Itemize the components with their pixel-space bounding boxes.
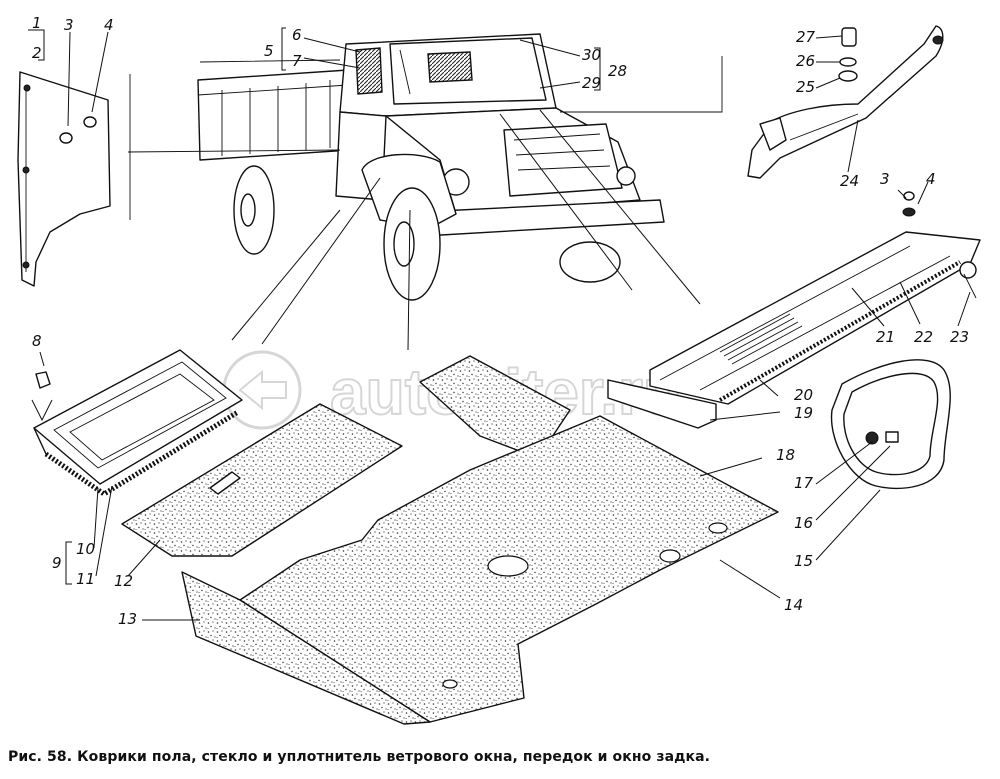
callout-27: 27: [796, 28, 816, 46]
callout-4-cowl: 4: [926, 170, 936, 188]
callout-8: 8: [32, 332, 42, 350]
callout-13: 13: [118, 610, 137, 628]
truck: [127, 33, 723, 301]
callout-14: 14: [784, 596, 803, 614]
callout-1: 1: [32, 14, 42, 32]
callout-5: 5: [264, 42, 274, 60]
callout-22: 22: [914, 328, 933, 346]
callout-3: 3: [64, 16, 74, 34]
callout-26: 26: [796, 52, 815, 70]
callout-18: 18: [776, 446, 795, 464]
leader-lines: [28, 27, 971, 621]
engine-hatch: [31, 349, 243, 497]
floor-mat-rear: [181, 571, 431, 725]
callout-28: 28: [608, 62, 627, 80]
callout-6: 6: [292, 26, 302, 44]
windscreen-frame: [747, 25, 944, 179]
callout-15: 15: [794, 552, 813, 570]
callout-20: 20: [794, 386, 813, 404]
rear-window-seal: [830, 359, 951, 490]
callout-2: 2: [32, 44, 42, 62]
callout-11: 11: [76, 570, 95, 588]
callout-9: 9: [52, 554, 62, 572]
callout-12: 12: [114, 572, 133, 590]
rear-wheel: [233, 165, 275, 255]
callout-30: 30: [582, 46, 601, 64]
floor-mat-front: [419, 355, 571, 459]
callout-19: 19: [794, 404, 813, 422]
callout-3-cowl: 3: [880, 170, 890, 188]
callout-21: 21: [876, 328, 895, 346]
floor-mat-main: [239, 415, 779, 723]
callout-24: 24: [840, 172, 859, 190]
callout-16: 16: [794, 514, 813, 532]
callout-7: 7: [292, 52, 302, 70]
floor-mat-left: [121, 403, 403, 557]
front-wheel: [383, 187, 441, 301]
callout-17: 17: [794, 474, 814, 492]
callout-4: 4: [104, 16, 114, 34]
rear-wall-panel: [17, 71, 111, 287]
callout-25: 25: [796, 78, 815, 96]
callout-labels: 1 2 3 4 5 6 7 30 29 28 27 26 25 24 3 4 2…: [32, 14, 969, 628]
callout-10: 10: [76, 540, 95, 558]
callout-23: 23: [950, 328, 969, 346]
cowl-panel: [607, 191, 981, 429]
figure-caption: Рис. 58. Коврики пола, стекло и уплотнит…: [8, 749, 711, 765]
callout-29: 29: [582, 74, 601, 92]
